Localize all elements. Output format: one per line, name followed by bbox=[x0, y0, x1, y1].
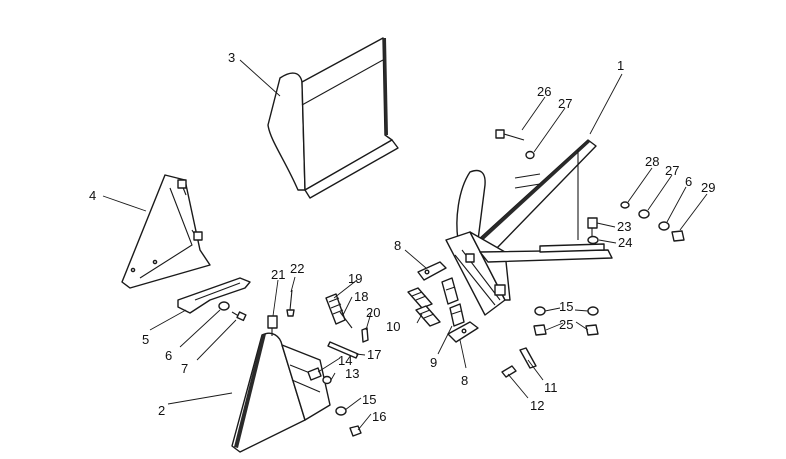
part-3-upper-shield bbox=[267, 37, 399, 199]
callout-18: 18 bbox=[354, 289, 368, 304]
part-25-nut-b bbox=[585, 324, 599, 336]
callout-29: 29 bbox=[701, 180, 715, 195]
leader-lines bbox=[102, 59, 708, 431]
callout-17: 17 bbox=[367, 347, 381, 362]
callout-16: 16 bbox=[372, 409, 386, 424]
part-20-clip bbox=[361, 327, 369, 343]
callout-4: 4 bbox=[89, 188, 96, 203]
part-8-link-upper bbox=[417, 261, 447, 281]
part-13-washer bbox=[322, 375, 332, 385]
part-10-spring-pair bbox=[407, 287, 441, 327]
callout-8-upper: 8 bbox=[394, 238, 401, 253]
part-7-bolt-left bbox=[231, 311, 247, 322]
part-15-washer-right-b bbox=[587, 306, 599, 316]
part-14-bolt bbox=[307, 367, 322, 381]
part-11-pin bbox=[519, 347, 537, 369]
callout-10: 10 bbox=[386, 319, 400, 334]
callout-25: 25 bbox=[559, 317, 573, 332]
part-8-link-lower bbox=[447, 321, 479, 343]
callout-23: 23 bbox=[617, 219, 631, 234]
callout-labels: 1 2 3 4 5 6 7 8 8 9 10 11 12 13 14 15 16… bbox=[89, 50, 715, 424]
part-29-nut bbox=[671, 230, 685, 242]
part-12-bolt bbox=[501, 365, 517, 378]
callout-27-top: 27 bbox=[558, 96, 572, 111]
part-17-rod bbox=[327, 341, 359, 359]
callout-9: 9 bbox=[430, 355, 437, 370]
part-6-washer-left bbox=[218, 301, 230, 311]
callout-1: 1 bbox=[617, 58, 624, 73]
callout-28: 28 bbox=[645, 154, 659, 169]
part-24-washer bbox=[587, 235, 599, 245]
part-15-washer-right-a bbox=[534, 306, 546, 316]
part-23-bolt bbox=[587, 217, 598, 236]
callout-3: 3 bbox=[228, 50, 235, 65]
callout-7: 7 bbox=[181, 361, 188, 376]
callout-11: 11 bbox=[544, 380, 558, 395]
callout-12: 12 bbox=[530, 398, 544, 413]
callout-13: 13 bbox=[345, 366, 359, 381]
part-27-washer-top bbox=[525, 150, 535, 160]
callout-8-lower: 8 bbox=[461, 373, 468, 388]
callout-19: 19 bbox=[348, 271, 362, 286]
callout-15-lower: 15 bbox=[362, 392, 376, 407]
callout-6-right: 6 bbox=[685, 174, 692, 189]
part-4-left-plate bbox=[121, 174, 211, 289]
part-27-washer-right bbox=[638, 209, 650, 219]
callout-2: 2 bbox=[158, 403, 165, 418]
callout-27-right: 27 bbox=[665, 163, 679, 178]
part-1-main-frame bbox=[445, 139, 613, 316]
callout-14: 14 bbox=[338, 353, 352, 368]
part-18-pin bbox=[339, 311, 353, 329]
callout-21: 21 bbox=[271, 267, 285, 282]
part-22-screw bbox=[286, 289, 295, 317]
callout-6-left: 6 bbox=[165, 348, 172, 363]
part-28-washer bbox=[620, 201, 630, 209]
callout-5: 5 bbox=[142, 332, 149, 347]
callout-22: 22 bbox=[290, 261, 304, 276]
part-2-lower-shield bbox=[231, 332, 331, 453]
part-9-pivot bbox=[441, 277, 465, 327]
part-19-spring bbox=[325, 293, 346, 325]
part-16-nut-lower bbox=[349, 425, 362, 437]
part-15-washer-lower bbox=[335, 406, 347, 416]
callout-15-right: 15 bbox=[559, 299, 573, 314]
part-26-bolt-top bbox=[495, 129, 525, 141]
callout-20: 20 bbox=[366, 305, 380, 320]
part-25-nut-a bbox=[533, 324, 547, 336]
callout-26: 26 bbox=[537, 84, 551, 99]
callout-24: 24 bbox=[618, 235, 632, 250]
part-6-washer-right bbox=[658, 221, 670, 231]
part-5-bracket bbox=[177, 277, 251, 314]
part-21-pin bbox=[267, 315, 278, 336]
